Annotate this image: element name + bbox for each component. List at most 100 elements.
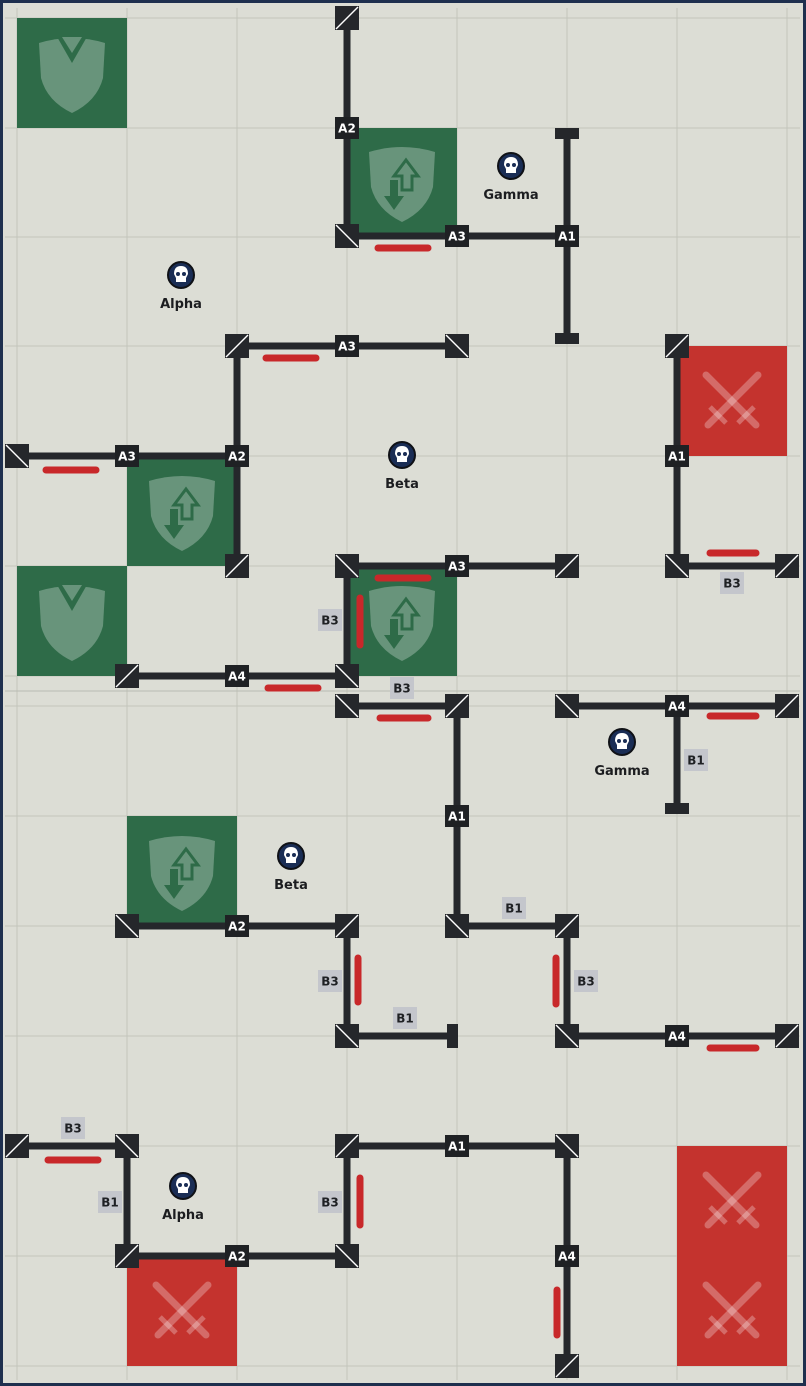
wall-label-a2: A2 [225, 445, 249, 467]
label-tag [502, 897, 526, 919]
reposition-shield-icon [149, 476, 215, 551]
wall-label-b3: B3 [574, 970, 598, 992]
wall-end-cap [447, 1024, 458, 1048]
objective-label: Alpha [162, 1208, 204, 1223]
wall-label-a1: A1 [665, 445, 689, 467]
wall-label-a3: A3 [445, 225, 469, 247]
wall-label-a1: A1 [555, 225, 579, 247]
wall-label-a4: A4 [665, 1025, 689, 1047]
skull-eye [617, 739, 621, 743]
objective-marker-gamma: Gamma [594, 728, 650, 779]
enemy-deployment-zone [677, 346, 787, 456]
sword-guard [158, 1315, 178, 1335]
wall-corner-post [115, 914, 139, 938]
label-tag [445, 225, 469, 247]
label-tag [665, 445, 689, 467]
label-text: A2 [228, 1250, 246, 1264]
wall-corner-post [555, 694, 579, 718]
wall-corner-post [225, 554, 249, 578]
label-tag [98, 1191, 122, 1213]
skull-shape [176, 1177, 190, 1193]
post-diagonal [5, 1134, 29, 1158]
down-arrow [164, 509, 184, 539]
wall-label-a3: A3 [335, 335, 359, 357]
wall-corner-post [335, 554, 359, 578]
skull-shape [615, 733, 629, 749]
wall-corner-post [335, 694, 359, 718]
wall-label-a4: A4 [555, 1245, 579, 1267]
sword-guard [708, 1205, 728, 1225]
post-diagonal [335, 554, 359, 578]
zone-fill [677, 1146, 787, 1256]
post-diagonal [555, 554, 579, 578]
wall-end-cap [555, 333, 579, 344]
sword-guard [736, 1315, 756, 1335]
post-diagonal [115, 1244, 139, 1268]
crossed-swords-icon [702, 371, 762, 429]
wall-corner-post [335, 1244, 359, 1268]
wall-label-a1: A1 [445, 805, 469, 827]
wall-label-b1: B1 [502, 897, 526, 919]
reposition-shield-icon [369, 586, 435, 661]
skull-shape [284, 847, 298, 863]
wall-corner-post [225, 334, 249, 358]
sword-blade [704, 1281, 762, 1339]
wall-corner-post [445, 694, 469, 718]
wall-label-a2: A2 [225, 1245, 249, 1267]
drop-zone-shield-icon [39, 35, 105, 113]
wall-corner-post [775, 694, 799, 718]
post-diagonal [445, 694, 469, 718]
wall-label-a2: A2 [335, 117, 359, 139]
skull-eye [623, 739, 627, 743]
wall-corner-post [115, 1134, 139, 1158]
enemy-deployment-zone [677, 1146, 787, 1256]
skull-icon [169, 1172, 197, 1200]
sword-guard [708, 405, 728, 425]
label-text: B3 [321, 975, 339, 989]
down-arrow [384, 619, 404, 649]
wall-corner-post [335, 1024, 359, 1048]
label-text: A1 [558, 230, 576, 244]
up-arrow [171, 846, 201, 881]
post-diagonal [445, 914, 469, 938]
friendly-deployment-zone [17, 18, 127, 128]
enemy-deployment-zone [127, 1256, 237, 1366]
wall-label-b3: B3 [318, 609, 342, 631]
label-tag [225, 1245, 249, 1267]
label-tag [225, 445, 249, 467]
wall-corner-post [5, 1134, 29, 1158]
skull-icon [277, 842, 305, 870]
friendly-deployment-zone [127, 456, 237, 566]
label-text: A4 [228, 670, 246, 684]
up-arrow [391, 157, 421, 192]
post-diagonal [555, 694, 579, 718]
post-diagonal [335, 1024, 359, 1048]
post-diagonal [555, 1134, 579, 1158]
objective-label: Beta [274, 878, 308, 893]
sword-blade [702, 371, 760, 429]
label-tag [445, 1135, 469, 1157]
label-tag [318, 1191, 342, 1213]
label-tag [335, 335, 359, 357]
chevron-inner [62, 585, 82, 601]
post-diagonal [225, 554, 249, 578]
post-diagonal [335, 6, 359, 30]
zone-fill [677, 346, 787, 456]
crossed-swords-icon [702, 1281, 762, 1339]
wall-corner-post [665, 334, 689, 358]
label-tag [335, 117, 359, 139]
sword-blade [702, 1171, 760, 1229]
label-tag [115, 445, 139, 467]
label-text: A3 [338, 340, 356, 354]
label-text: A2 [338, 122, 356, 136]
label-tag [318, 970, 342, 992]
label-text: B3 [723, 577, 741, 591]
skull-eye [506, 163, 510, 167]
label-text: A4 [558, 1250, 576, 1264]
down-chevron [56, 35, 88, 63]
reposition-shield-icon [369, 147, 435, 222]
wall-label-a4: A4 [225, 665, 249, 687]
skull-eye [397, 452, 401, 456]
